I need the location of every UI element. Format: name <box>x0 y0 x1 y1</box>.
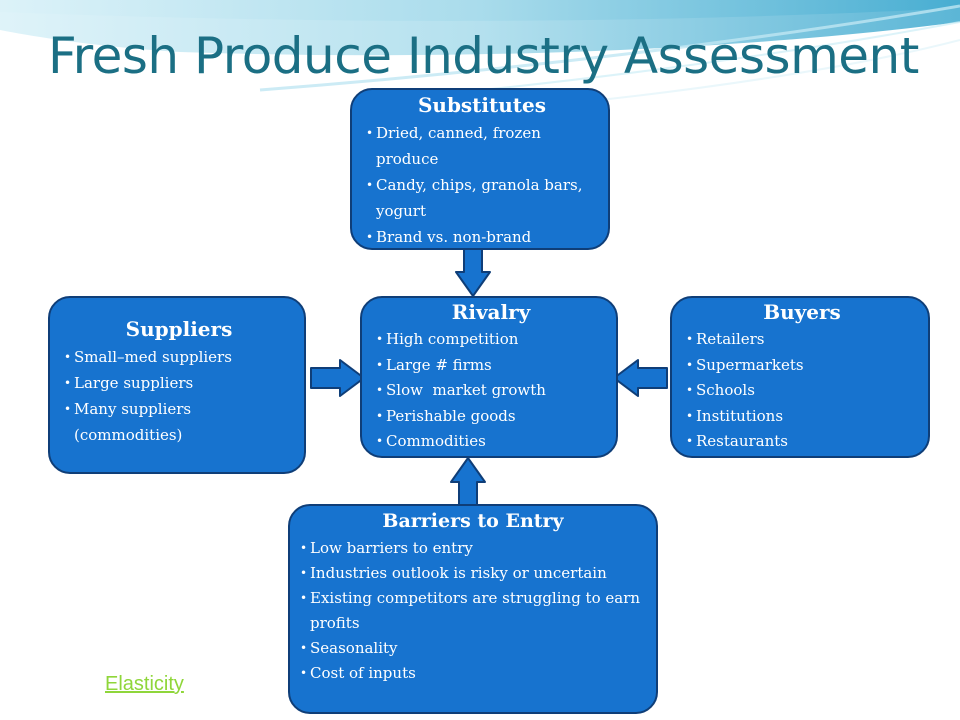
list-item: Many suppliers (commodities) <box>64 396 294 448</box>
list-item: Low barriers to entry <box>300 536 646 561</box>
elasticity-link[interactable]: Elasticity <box>105 673 184 695</box>
barriers-to-entry-title: Barriers to Entry <box>382 510 564 532</box>
list-item: Brand vs. non-brand <box>366 224 598 248</box>
list-item: Commodities <box>376 429 606 455</box>
list-item: Schools <box>686 378 918 404</box>
suppliers-title: Suppliers <box>125 317 233 341</box>
buyers-box: Buyers Retailers Supermarkets Schools In… <box>670 296 930 458</box>
list-item: Dried, canned, frozen produce <box>366 120 598 172</box>
list-item: Small–med suppliers <box>64 344 294 370</box>
background-swoosh <box>0 0 960 111</box>
rivalry-list: High competition Large # firms Slow mark… <box>376 327 606 455</box>
rivalry-title: Rivalry <box>451 300 531 324</box>
rivalry-box: Rivalry High competition Large # firms S… <box>360 296 618 458</box>
list-item: Large suppliers <box>64 370 294 396</box>
suppliers-box: Suppliers Small–med suppliers Large supp… <box>48 296 306 474</box>
buyers-title: Buyers <box>763 300 841 324</box>
list-item: Large # firms <box>376 353 606 379</box>
list-item: Cost of inputs <box>300 661 646 686</box>
list-item: Slow market growth <box>376 378 606 404</box>
list-item: Industries outlook is risky or uncertain <box>300 561 646 586</box>
list-item: Retailers <box>686 327 918 353</box>
list-item: Seasonality <box>300 636 646 661</box>
list-item: Candy, chips, granola bars, yogurt <box>366 172 598 224</box>
arrow-right-icon <box>310 359 365 397</box>
barriers-to-entry-list: Low barriers to entry Industries outlook… <box>300 536 646 686</box>
substitutes-title: Substitutes <box>417 93 547 117</box>
substitutes-list: Dried, canned, frozen produce Candy, chi… <box>366 120 598 248</box>
list-item: Supermarkets <box>686 353 918 379</box>
arrow-left-icon <box>613 359 668 397</box>
barriers-to-entry-box: Barriers to Entry Low barriers to entry … <box>288 504 658 714</box>
arrow-down-icon <box>455 248 491 297</box>
substitutes-box: Substitutes Dried, canned, frozen produc… <box>350 88 610 250</box>
suppliers-list: Small–med suppliers Large suppliers Many… <box>64 344 294 448</box>
list-item: Restaurants <box>686 429 918 455</box>
list-item: Institutions <box>686 404 918 430</box>
slide-title: Fresh Produce Industry Assessment <box>48 27 919 85</box>
buyers-list: Retailers Supermarkets Schools Instituti… <box>686 327 918 455</box>
arrow-up-icon <box>450 457 486 506</box>
list-item: Existing competitors are struggling to e… <box>300 586 646 636</box>
list-item: Perishable goods <box>376 404 606 430</box>
list-item: High competition <box>376 327 606 353</box>
